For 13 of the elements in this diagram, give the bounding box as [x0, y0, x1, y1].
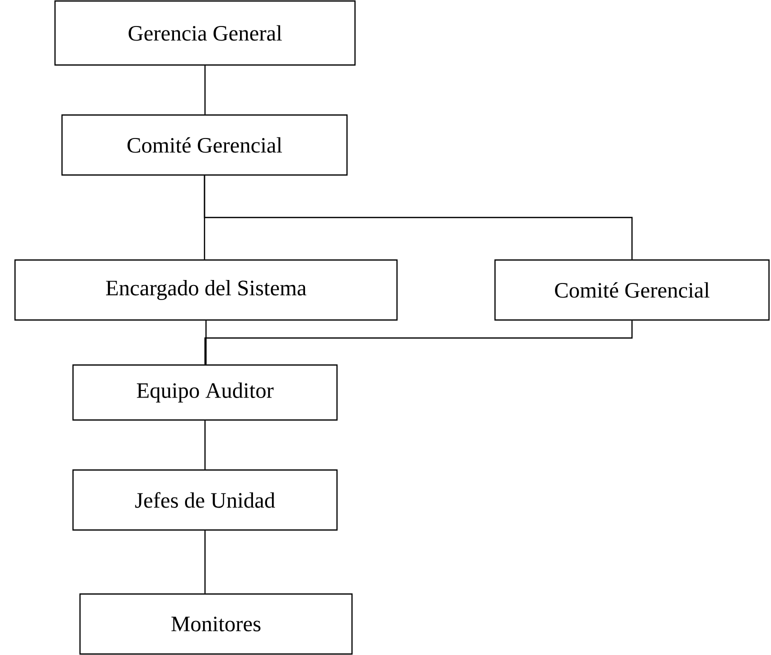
connector-line	[204, 176, 633, 260]
connector-line	[204, 530, 206, 594]
org-box: Comité Gerencial	[494, 259, 770, 321]
connector-line	[205, 320, 207, 364]
org-box: Comité Gerencial	[61, 114, 348, 176]
org-box: Encargado del Sistema	[14, 259, 398, 321]
connector-line	[204, 420, 206, 470]
org-box: Jefes de Unidad	[72, 469, 338, 531]
connector-line	[204, 320, 633, 364]
org-box: Monitores	[79, 593, 353, 655]
org-box: Equipo Auditor	[72, 364, 338, 421]
connector-line	[204, 66, 206, 114]
org-box: Gerencia General	[54, 0, 356, 66]
